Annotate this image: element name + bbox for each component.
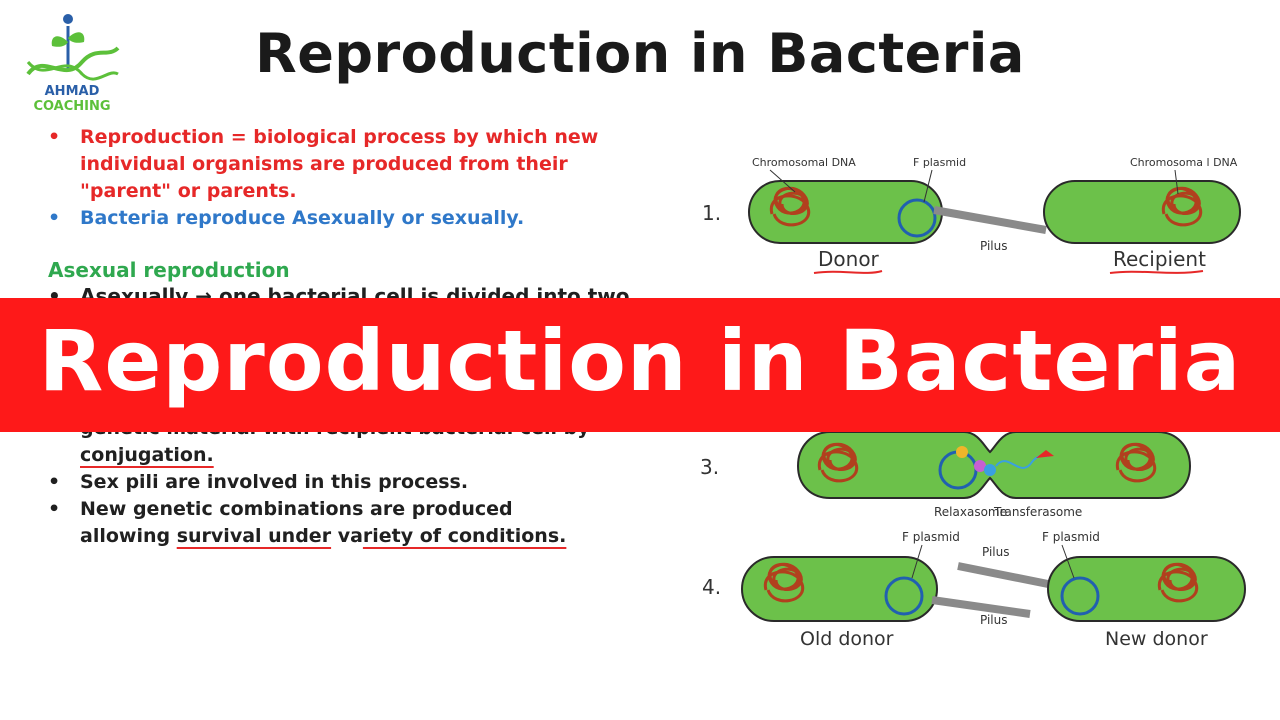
- label-transferasome: Transferasome: [993, 505, 1082, 519]
- bullet-reproduction-definition: Reproduction = biological process by whi…: [48, 124, 648, 205]
- step-1-number: 1.: [702, 201, 721, 225]
- last-line-part-c: va: [331, 525, 363, 547]
- step-4-number: 4.: [702, 575, 721, 599]
- bullet-bacteria-reproduce: Bacteria reproduce Asexually or sexually…: [48, 205, 648, 232]
- label-donor: Donor: [818, 247, 880, 271]
- logo-text-ahmad: AHMAD: [44, 84, 100, 99]
- bullet-genetic-combinations: New genetic combinations are produced: [48, 496, 668, 523]
- last-line-part-d: riety of conditions.: [362, 525, 567, 547]
- label-relaxasome: Relaxasome: [934, 505, 1007, 519]
- label-pilus-top-step4: Pilus: [982, 545, 1010, 559]
- label-pilus-bottom-step4: Pilus: [980, 613, 1008, 627]
- mating-pair-cells-step3: [796, 431, 1192, 499]
- step-3-number: 3.: [700, 455, 719, 479]
- title-banner: Reproduction in Bacteria: [0, 298, 1280, 432]
- old-donor-cell: [741, 556, 938, 622]
- logo: AHMAD COACHING: [22, 8, 122, 114]
- banner-title: Reproduction in Bacteria: [38, 312, 1242, 410]
- slide-title: Reproduction in Bacteria: [255, 22, 1025, 85]
- conjugation-text: conjugation.: [80, 444, 214, 466]
- label-f-plasmid-step1: F plasmid: [913, 156, 966, 169]
- donor-cell-step1: [748, 180, 943, 244]
- label-f-plasmid-right-step4: F plasmid: [1042, 530, 1100, 544]
- last-line-part-b: survival under: [176, 525, 332, 547]
- label-old-donor: Old donor: [800, 628, 894, 650]
- old-donor-f-plasmid: [884, 576, 924, 616]
- logo-text-coaching: COACHING: [33, 99, 111, 114]
- intro-notes: Reproduction = biological process by whi…: [48, 124, 648, 232]
- partial-bullet-asexual: Asexually → one bacterial cell is divide…: [48, 282, 648, 300]
- label-chromosomal-dna-left: Chromosomal DNA: [752, 156, 856, 169]
- last-line-part-a: allowing: [80, 525, 177, 547]
- pilus-step4-bottom: [931, 596, 1031, 618]
- new-donor-f-plasmid: [1060, 576, 1100, 616]
- recipient-cell-step1: [1043, 180, 1241, 244]
- label-new-donor: New donor: [1105, 628, 1208, 650]
- label-chromosomal-dna-right: Chromosoma l DNA: [1130, 156, 1238, 169]
- last-line: allowing survival under variety of condi…: [48, 523, 668, 550]
- dna-leaf-icon: [26, 14, 120, 81]
- label-pilus-step1: Pilus: [980, 239, 1008, 253]
- lower-notes: genetic material with recipient bacteria…: [48, 424, 668, 550]
- bullet-sex-pili: Sex pili are involved in this process.: [48, 469, 668, 496]
- pilus-step4-top: [957, 562, 1059, 590]
- pilus-step1: [933, 206, 1047, 234]
- donor-f-plasmid-step1: [897, 198, 937, 238]
- relaxasome-protein: [956, 446, 968, 458]
- new-donor-cell: [1047, 556, 1246, 622]
- label-recipient: Recipient: [1113, 247, 1206, 271]
- partial-bullet-text: Asexually → one bacterial cell is divide…: [48, 284, 648, 300]
- section-heading-asexual: Asexual reproduction: [48, 258, 290, 282]
- label-f-plasmid-left-step4: F plasmid: [902, 530, 960, 544]
